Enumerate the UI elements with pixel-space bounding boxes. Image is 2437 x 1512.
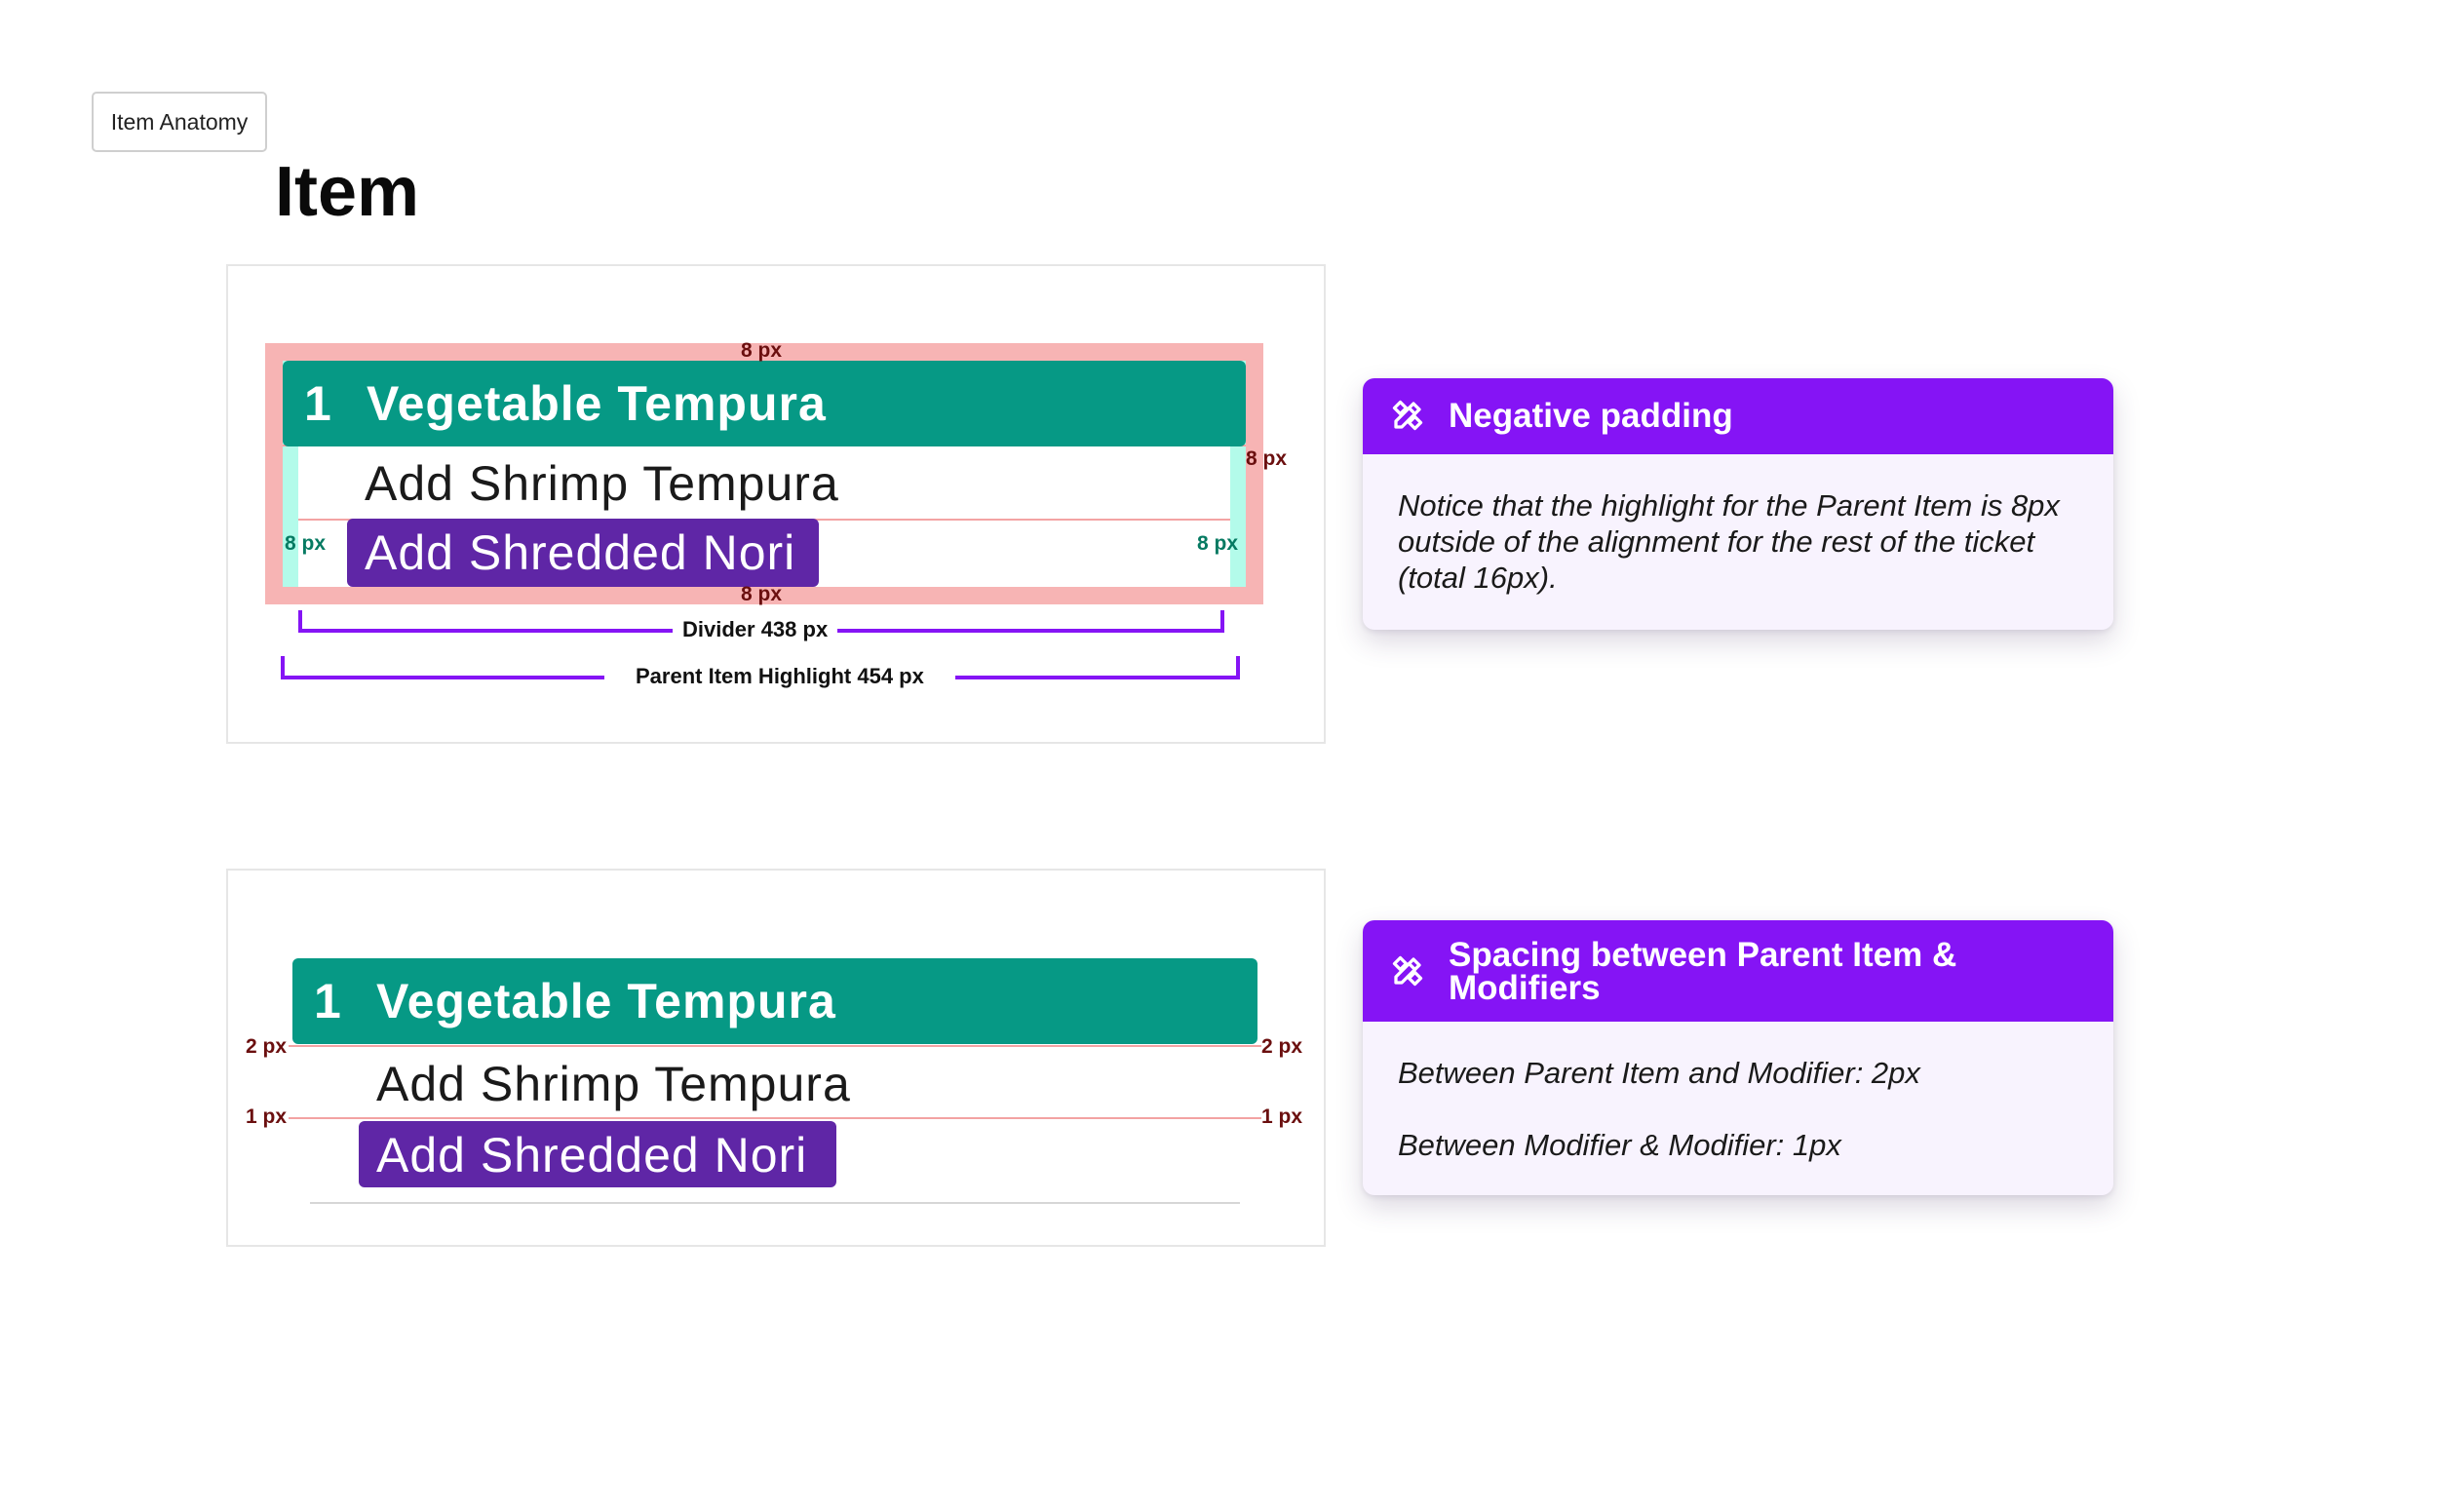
right-1px-label: 1 px	[1261, 1105, 1303, 1128]
card-body-line-1: Between Parent Item and Modifier: 2px	[1398, 1056, 1920, 1090]
card-header: Negative padding	[1363, 378, 2113, 454]
divider-bracket-right-tick	[1220, 610, 1224, 633]
modifier-shrimp: Add Shrimp Tempura	[376, 1057, 851, 1111]
pencil-ruler-icon	[1390, 398, 1425, 438]
top-spacing-label: 8 px	[741, 339, 783, 362]
right-spacing-label: 8 px	[1246, 447, 1288, 470]
right-padding-label: 8 px	[1197, 532, 1239, 555]
card-body-line-2: Between Modifier & Modifier: 1px	[1398, 1128, 1841, 1162]
divider-width-label: Divider 438 px	[673, 617, 838, 642]
modifier-shrimp: Add Shrimp Tempura	[365, 456, 839, 511]
left-1px-label: 1 px	[246, 1105, 288, 1128]
divider-bracket-left-tick	[298, 610, 302, 633]
modifier-nori-highlight: Add Shredded Nori	[359, 1121, 836, 1187]
card-title-line-2: Modifiers	[1449, 969, 1601, 1007]
modifier-spacing-line	[289, 1117, 1261, 1119]
ticket-divider	[310, 1202, 1240, 1204]
spacing-card: Spacing between Parent Item & Modifiers …	[1363, 920, 2113, 1195]
card-body: Notice that the highlight for the Parent…	[1398, 488, 2060, 595]
right-2px-label: 2 px	[1261, 1035, 1303, 1058]
parent-item-highlight: 1 Vegetable Tempura	[283, 361, 1246, 446]
parent-modifier-spacing-line	[289, 1045, 1261, 1047]
parent-quantity: 1	[304, 376, 331, 431]
card-header: Spacing between Parent Item & Modifiers	[1363, 920, 2113, 1022]
negative-padding-card: Negative padding Notice that the highlig…	[1363, 378, 2113, 630]
highlight-bracket-right-tick	[1236, 656, 1240, 679]
highlight-bracket-left-tick	[281, 656, 285, 679]
modifier-nori-highlight: Add Shredded Nori	[347, 519, 819, 587]
left-padding-label: 8 px	[285, 532, 327, 555]
item-anatomy-tag[interactable]: Item Anatomy	[92, 92, 267, 152]
bottom-spacing-label: 8 px	[741, 583, 783, 605]
parent-quantity: 1	[314, 974, 341, 1028]
page-title: Item	[275, 153, 420, 231]
parent-item-name: Vegetable Tempura	[367, 376, 827, 431]
highlight-width-label: Parent Item Highlight 454 px	[604, 664, 955, 689]
parent-item-name: Vegetable Tempura	[376, 974, 836, 1028]
card-title: Negative padding	[1449, 397, 1733, 435]
pencil-ruler-icon	[1390, 953, 1425, 993]
card-title-line-1: Spacing between Parent Item &	[1449, 936, 1957, 974]
left-2px-label: 2 px	[246, 1035, 288, 1058]
parent-item-highlight: 1 Vegetable Tempura	[292, 958, 1257, 1044]
